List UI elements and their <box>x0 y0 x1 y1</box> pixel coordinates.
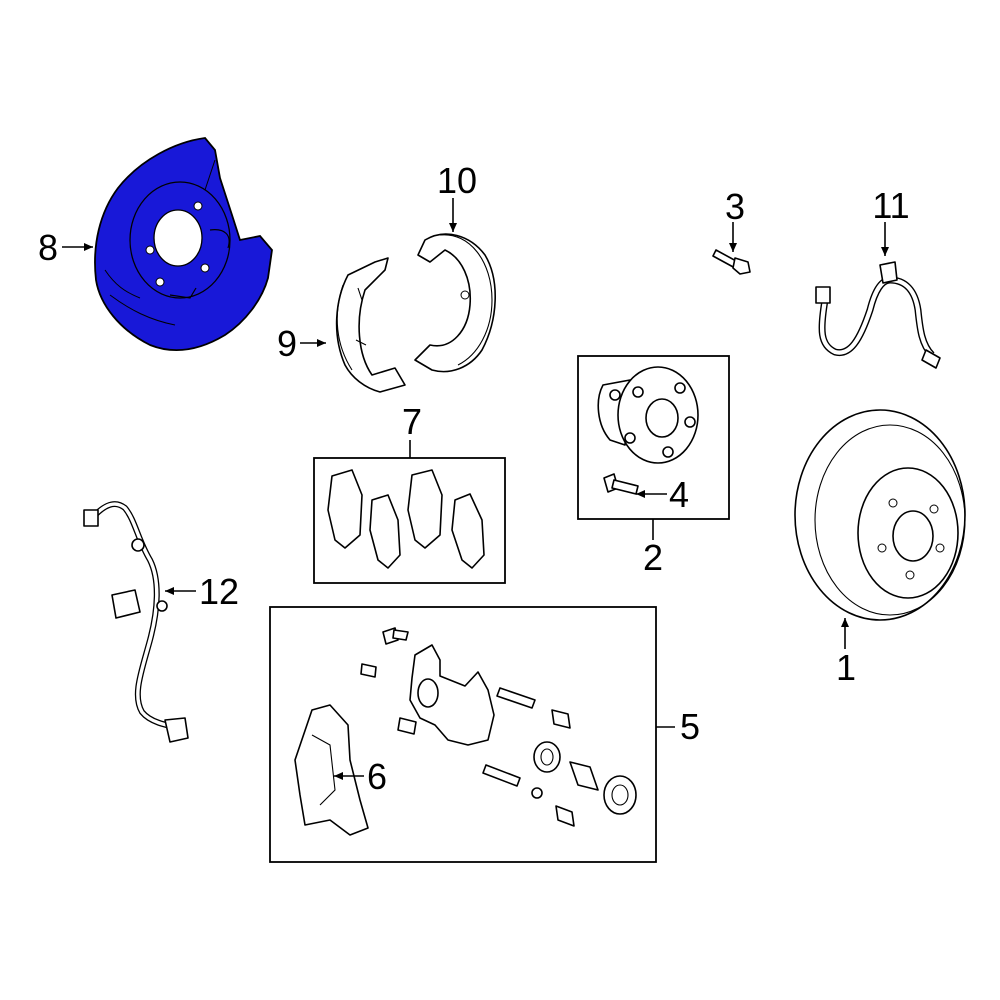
callout-8: 8 <box>38 227 58 268</box>
callout-2: 2 <box>643 537 663 578</box>
callout-9: 9 <box>277 323 297 364</box>
brake-hose[interactable] <box>815 261 941 369</box>
callout-4: 4 <box>669 474 689 515</box>
callout-6: 6 <box>367 756 387 797</box>
caliper-assembly[interactable] <box>360 627 637 827</box>
callout-10: 10 <box>437 160 477 201</box>
brake-pads[interactable] <box>327 469 485 569</box>
callout-12: 12 <box>199 571 239 612</box>
hub-assembly[interactable] <box>597 366 699 464</box>
hub-bolt[interactable] <box>603 473 639 495</box>
parking-brake-shoe-right[interactable] <box>414 233 496 373</box>
caliper-assembly-box <box>269 606 657 863</box>
callout-3: 3 <box>725 186 745 227</box>
parking-brake-shoe-left[interactable] <box>335 257 406 393</box>
callout-11: 11 <box>872 185 909 226</box>
caliper-bracket[interactable] <box>294 704 369 836</box>
callout-5: 5 <box>680 706 700 747</box>
brake-rotor[interactable] <box>794 409 966 621</box>
mounting-bolt[interactable] <box>712 249 751 275</box>
callout-7: 7 <box>402 401 422 442</box>
callout-1: 1 <box>836 647 856 688</box>
splash-shield[interactable] <box>94 137 273 352</box>
abs-sensor[interactable] <box>83 501 189 743</box>
